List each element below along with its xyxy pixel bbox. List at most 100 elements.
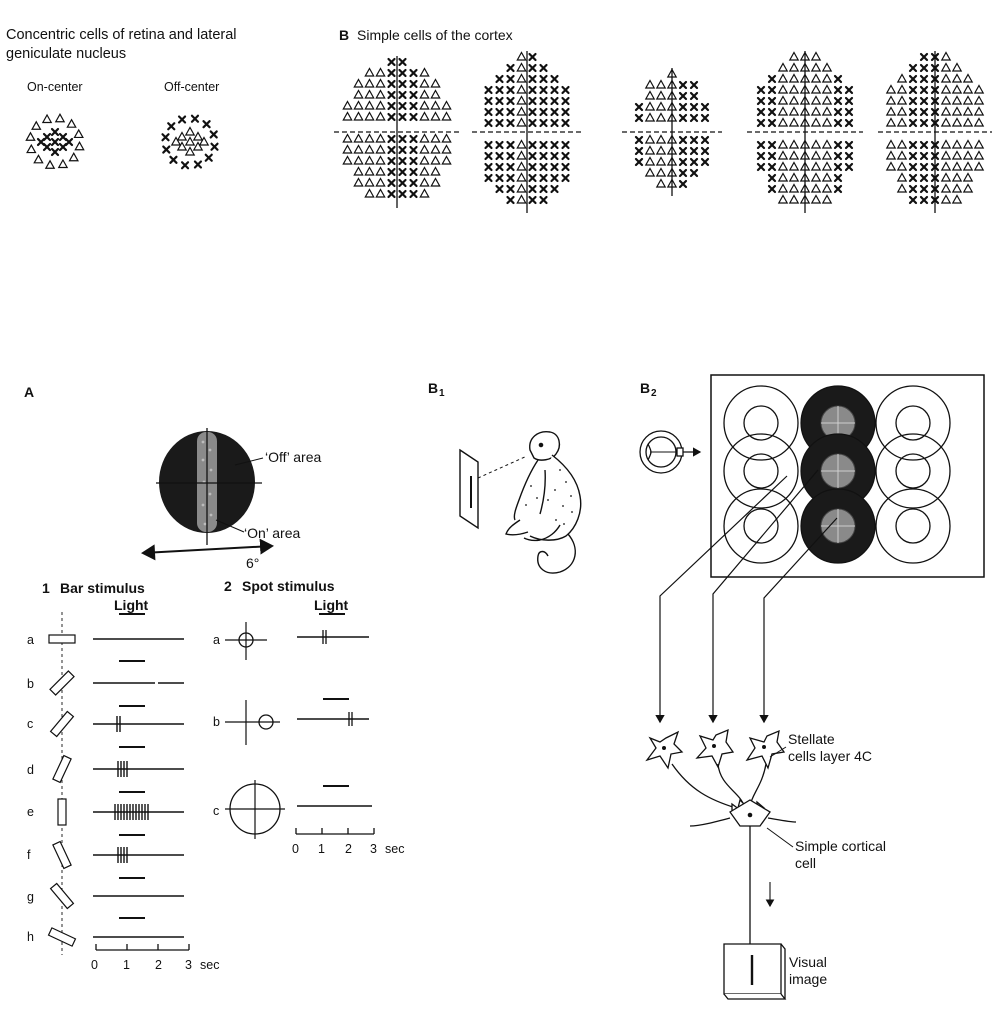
on-symbol <box>419 166 430 176</box>
off-symbol <box>528 151 537 161</box>
on-symbol <box>885 106 897 116</box>
monkey-figure <box>505 431 582 574</box>
on-symbol <box>885 139 897 149</box>
off-symbol <box>833 162 843 172</box>
off-symbol <box>756 118 766 128</box>
off-symbol <box>908 107 918 117</box>
off-symbol <box>550 140 559 150</box>
on-symbol <box>951 194 963 204</box>
on-symbol <box>973 84 985 94</box>
off-symbol <box>678 146 688 156</box>
off-symbol <box>387 189 396 199</box>
off-symbol <box>495 173 504 183</box>
off-symbol <box>767 184 777 194</box>
on-symbol <box>375 133 386 143</box>
off-symbol <box>528 173 537 183</box>
on-symbol <box>516 139 527 149</box>
concentric-title-line2: geniculate nucleus <box>6 46 127 62</box>
on-symbol <box>821 194 833 204</box>
off-symbol <box>550 151 559 161</box>
on-symbol <box>375 78 386 88</box>
off-symbol <box>561 162 570 172</box>
off-symbol <box>177 115 187 124</box>
off-symbol <box>495 184 504 194</box>
on-symbol <box>821 106 833 116</box>
on-symbol <box>364 100 375 110</box>
bar-stimulus-icon <box>48 634 76 644</box>
on-symbol <box>885 150 897 160</box>
on-symbol <box>788 161 800 171</box>
on-symbol <box>885 95 897 105</box>
stellate-cell <box>645 730 684 770</box>
off-symbol <box>930 162 940 172</box>
on-symbol <box>788 139 800 149</box>
off-symbol <box>539 140 548 150</box>
off-symbol <box>528 52 537 62</box>
on-symbol <box>441 155 452 165</box>
off-symbol <box>908 85 918 95</box>
on-symbol <box>655 156 667 166</box>
receptive-field-inner <box>895 508 931 544</box>
on-symbol <box>419 78 430 88</box>
on-symbol <box>821 161 833 171</box>
off-symbol <box>689 113 699 123</box>
on-symbol <box>896 73 908 83</box>
on-symbol <box>962 172 974 182</box>
off-symbol <box>700 135 710 145</box>
off-symbol <box>833 96 843 106</box>
on-symbol <box>441 100 452 110</box>
off-symbol <box>678 168 688 178</box>
bar-stimulus-icon <box>47 927 77 947</box>
off-symbol <box>756 140 766 150</box>
off-symbol <box>162 145 171 154</box>
off-symbol <box>387 134 396 144</box>
spot-axis-tick: 3 <box>370 842 377 856</box>
off-symbol <box>409 167 418 177</box>
bar-row-label: e <box>27 805 34 819</box>
line-of-sight <box>477 455 528 479</box>
on-symbol <box>799 183 811 193</box>
off-symbol <box>767 85 777 95</box>
on-symbol <box>655 145 667 155</box>
on-symbol <box>777 84 789 94</box>
on-symbol <box>26 143 37 154</box>
on-symbol <box>810 161 822 171</box>
off-symbol <box>550 74 559 84</box>
on-symbol <box>810 150 822 160</box>
on-symbol <box>821 84 833 94</box>
on-symbol <box>666 112 678 122</box>
off-symbol <box>528 85 537 95</box>
off-symbol <box>844 140 854 150</box>
off-symbol <box>50 137 60 147</box>
receptive-field-outer <box>875 488 951 564</box>
off-symbol <box>908 184 918 194</box>
receptive-field-grid <box>723 385 951 564</box>
on-symbol <box>777 161 789 171</box>
on-symbol <box>821 172 833 182</box>
off-symbol <box>506 118 515 128</box>
off-symbol <box>209 130 218 139</box>
on-symbol <box>810 51 822 61</box>
on-symbol <box>777 194 789 204</box>
on-symbol <box>666 90 678 100</box>
off-symbol <box>833 173 843 183</box>
on-symbol <box>375 89 386 99</box>
panel-a-letter: A <box>24 384 35 400</box>
on-symbol <box>885 117 897 127</box>
on-symbol <box>799 150 811 160</box>
off-symbol <box>539 173 548 183</box>
off-symbol <box>767 107 777 117</box>
off-symbol <box>700 102 710 112</box>
on-symbol <box>821 95 833 105</box>
off-symbol <box>561 96 570 106</box>
on-symbol <box>516 51 527 61</box>
spot-heading: Spot stimulus <box>242 578 335 594</box>
on-symbol <box>516 62 527 72</box>
bar-row-label: c <box>27 717 34 731</box>
off-symbol <box>930 140 940 150</box>
off-symbol <box>930 107 940 117</box>
off-symbol <box>919 85 929 95</box>
on-symbol <box>353 111 364 121</box>
off-symbol <box>484 162 493 172</box>
on-symbol <box>644 79 656 89</box>
